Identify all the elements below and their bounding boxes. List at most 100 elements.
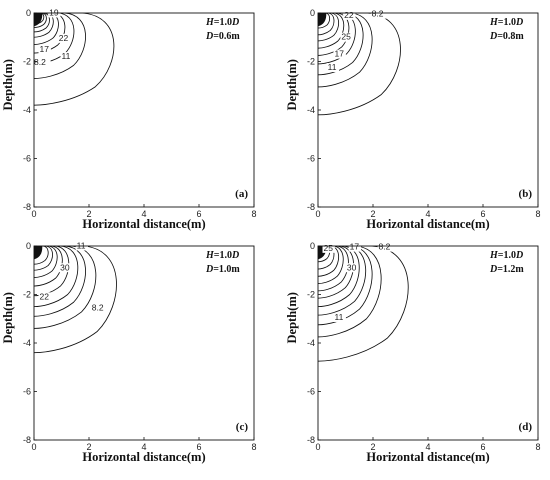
- y-tick-label: -6: [307, 387, 315, 397]
- contour-lines: [318, 246, 409, 362]
- x-tick-label: 6: [196, 209, 201, 219]
- param-h-annotation: H=1.0D: [205, 250, 239, 261]
- contour-label: 22: [59, 33, 69, 43]
- x-tick-label: 4: [425, 209, 430, 219]
- contour-line-8-2: [318, 246, 409, 362]
- panel-label: (a): [235, 188, 248, 200]
- contour-label-bg: [322, 243, 335, 253]
- y-tick-label: 0: [26, 8, 31, 18]
- contour-line-28: [34, 246, 58, 278]
- contour-label-bg: [345, 263, 359, 273]
- param-d-annotation: D=0.6m: [205, 31, 240, 42]
- y-tick-label: -6: [23, 387, 31, 397]
- x-tick-label: 2: [86, 209, 91, 219]
- panel-label: (d): [519, 421, 533, 433]
- x-tick-label: 4: [141, 442, 146, 452]
- y-tick-label: -4: [23, 338, 31, 348]
- x-tick-label: 2: [86, 442, 91, 452]
- source-blob: [34, 13, 43, 27]
- contour-line-35: [34, 13, 47, 28]
- contour-label-bg: [340, 32, 353, 42]
- x-tick-label: 4: [425, 442, 430, 452]
- contour-label: 25: [324, 243, 334, 253]
- contour-line-11: [34, 13, 86, 79]
- x-tick-label: 2: [370, 442, 375, 452]
- contour-line-8-2: [34, 13, 115, 106]
- contour-label: 25: [341, 32, 351, 42]
- contour-label-bg: [348, 242, 362, 252]
- contour-label: 17: [335, 49, 345, 59]
- contour-line-30: [34, 13, 50, 33]
- contour-label-bg: [60, 52, 73, 62]
- contour-line-8-2: [318, 13, 401, 116]
- contour-label: 19: [49, 7, 59, 17]
- x-tick-label: 6: [480, 442, 485, 452]
- contour-label-bg: [59, 263, 72, 273]
- y-tick-label: -2: [23, 290, 31, 300]
- contour-line-33: [318, 246, 339, 277]
- contour-label: 8.2: [379, 242, 391, 252]
- panel-label: (b): [519, 188, 533, 200]
- contour-label: 8.2: [372, 9, 384, 19]
- contour-line-33: [34, 246, 49, 265]
- x-axis-title: Horizontal distance(m): [366, 217, 489, 231]
- contour-label-bg: [377, 242, 396, 252]
- y-tick-label: -4: [307, 338, 315, 348]
- y-tick-label: -6: [23, 154, 31, 164]
- contour-label: 11: [77, 240, 86, 250]
- y-axis-title: Depth(m): [1, 59, 15, 110]
- x-axis-title: Horizontal distance(m): [82, 450, 205, 464]
- contour-line-25: [34, 246, 63, 287]
- contour-label-bg: [38, 44, 51, 54]
- contour-line-22: [318, 13, 330, 29]
- contour-line-11: [34, 246, 97, 329]
- param-d-annotation: D=1.2m: [489, 264, 524, 275]
- contour-label: 11: [335, 312, 344, 322]
- y-tick-label: -8: [23, 435, 31, 445]
- y-tick-label: 0: [26, 241, 31, 251]
- contour-label-bg: [57, 33, 71, 43]
- contour-label: 17: [350, 242, 360, 252]
- contour-label-bg: [326, 62, 340, 72]
- contour-label-bg: [33, 58, 51, 68]
- contour-label: 30: [60, 262, 70, 272]
- plot-frame: [317, 12, 539, 208]
- source-blob: [318, 13, 327, 27]
- contour-line-11: [318, 13, 373, 88]
- contour-line-14: [318, 13, 364, 76]
- contour-label: 22: [40, 291, 50, 301]
- contour-label: 8.2: [34, 57, 46, 67]
- contour-line-17: [318, 246, 366, 316]
- contour-line-25: [318, 13, 345, 49]
- y-tick-label: -6: [307, 154, 315, 164]
- contour-label: 11: [328, 62, 337, 72]
- x-tick-label: 0: [31, 209, 36, 219]
- contour-label-bg: [333, 49, 346, 59]
- contour-line-17: [34, 246, 79, 308]
- param-d-annotation: D=0.8m: [489, 31, 524, 42]
- x-tick-label: 0: [31, 442, 36, 452]
- source-blob: [34, 246, 43, 260]
- contour-line-8-2: [34, 246, 117, 354]
- y-axis-title: Depth(m): [285, 59, 299, 110]
- x-tick-label: 8: [251, 442, 256, 452]
- x-tick-label: 6: [480, 209, 485, 219]
- y-axis-title: Depth(m): [285, 292, 299, 343]
- x-tick-label: 8: [535, 442, 540, 452]
- contour-label-bg: [343, 10, 356, 20]
- x-tick-label: 0: [315, 209, 320, 219]
- y-tick-label: -2: [307, 290, 315, 300]
- contour-label-bg: [333, 312, 346, 322]
- y-tick-label: 0: [310, 8, 315, 18]
- contour-label-bg: [370, 9, 389, 19]
- contour-label: 22: [344, 10, 354, 20]
- contour-line-11: [318, 246, 382, 338]
- contour-line-28: [318, 13, 339, 42]
- contour-line-31: [318, 13, 335, 36]
- y-axis-title: Depth(m): [1, 292, 15, 343]
